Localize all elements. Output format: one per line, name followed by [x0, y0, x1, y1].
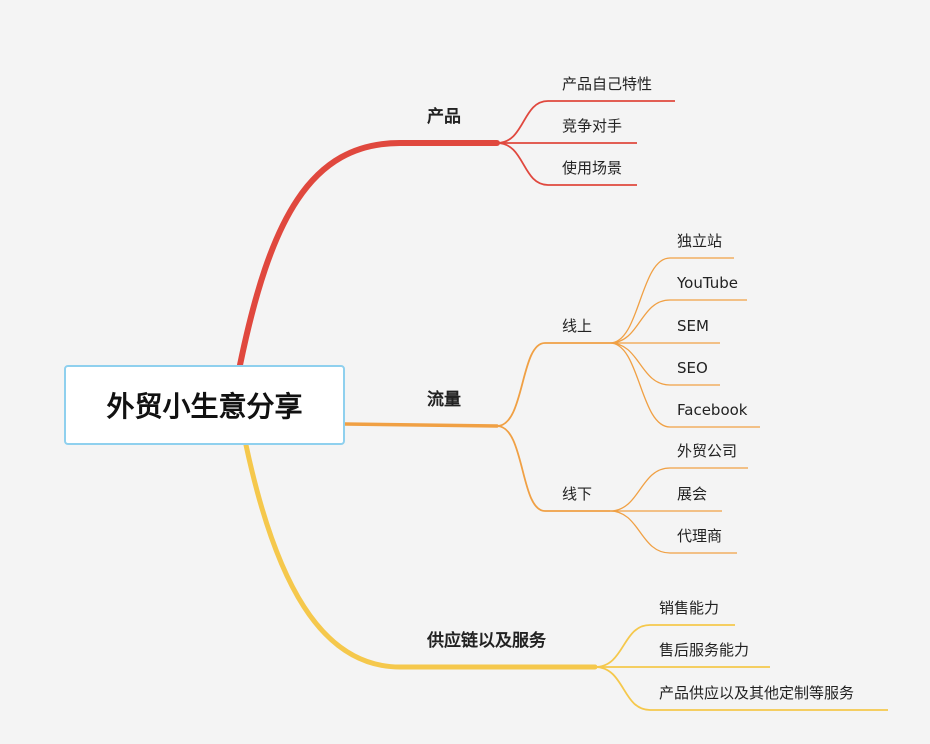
online-child-connectors: [609, 257, 760, 428]
subtopic-sem[interactable]: SEM: [677, 317, 709, 335]
traffic-child-connectors: [496, 342, 610, 512]
central-topic-label: 外贸小生意分享: [106, 390, 303, 423]
subtopic-product-features[interactable]: 产品自己特性: [562, 75, 653, 93]
subtopic-supply-customization[interactable]: 产品供应以及其他定制等服务: [659, 684, 855, 702]
central-topic[interactable]: 外贸小生意分享: [64, 365, 345, 445]
branch-connector-product: [237, 140, 500, 368]
branch-connector-traffic: [343, 422, 499, 428]
subtopic-after-sales[interactable]: 售后服务能力: [659, 641, 750, 659]
topic-traffic[interactable]: 流量: [427, 390, 461, 410]
topic-supply-chain-service[interactable]: 供应链以及服务: [427, 631, 546, 651]
topic-product[interactable]: 产品: [427, 107, 461, 127]
offline-child-connectors: [609, 467, 748, 554]
subtopic-sales-capability[interactable]: 销售能力: [659, 599, 720, 617]
subtopic-online[interactable]: 线上: [562, 317, 593, 335]
subtopic-use-cases[interactable]: 使用场景: [562, 159, 623, 177]
subtopic-agent[interactable]: 代理商: [677, 527, 723, 545]
product-child-connectors: [496, 100, 675, 186]
subtopic-independent-site[interactable]: 独立站: [677, 232, 723, 250]
subtopic-competitors[interactable]: 竞争对手: [562, 117, 623, 135]
subtopic-offline[interactable]: 线下: [562, 485, 593, 503]
subtopic-trade-company[interactable]: 外贸公司: [677, 442, 738, 460]
subtopic-seo[interactable]: SEO: [677, 359, 708, 377]
subtopic-facebook[interactable]: Facebook: [677, 401, 748, 419]
supply-child-connectors: [594, 624, 888, 711]
branch-connector-supply: [243, 442, 598, 670]
subtopic-youtube[interactable]: YouTube: [677, 274, 738, 292]
subtopic-exhibition[interactable]: 展会: [677, 485, 708, 503]
